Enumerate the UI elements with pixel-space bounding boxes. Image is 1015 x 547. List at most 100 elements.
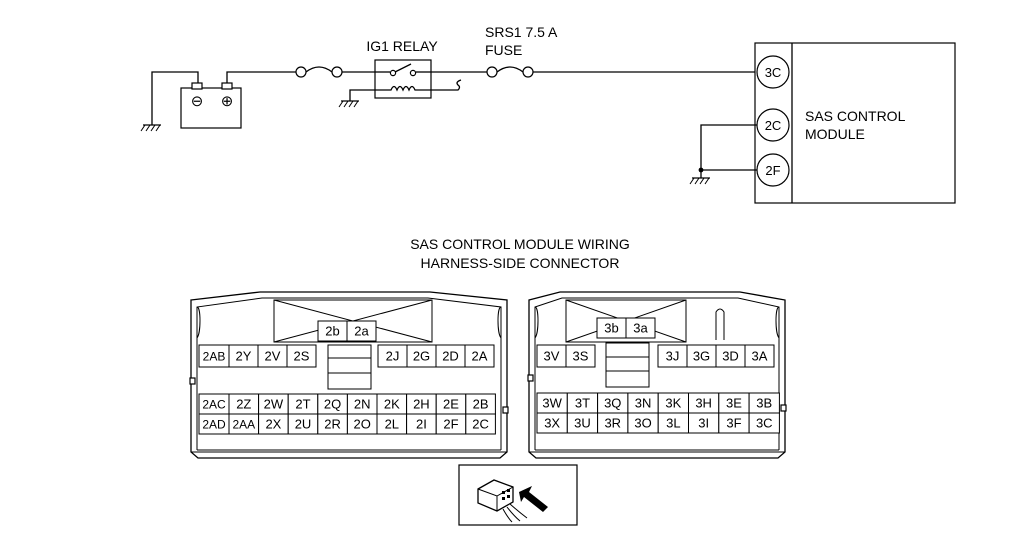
pin-label: 2G [413,349,430,364]
pin-cell-3l: 3L [657,412,690,434]
relay-coil-icon [381,85,425,92]
wire-junction-dot [698,167,704,173]
pin-label: 3a [633,321,648,336]
pin-cell-2f: 2F [435,413,467,435]
terminal-2c: 2C [756,108,790,142]
pin-cell-2ad: 2AD [198,413,230,435]
pin-cell-3a: 3A [744,344,775,368]
pin-cell-2q: 2Q [317,393,348,415]
pin-label: 3b [604,321,618,336]
pin-label: 3R [604,416,621,431]
connector-title-line2: HARNESS-SIDE CONNECTOR [421,255,620,271]
relay-ground-symbol [338,100,359,108]
battery-ground-wire [151,71,199,125]
pin-label: 2AB [203,350,226,364]
pin-cell-3e: 3E [718,392,750,414]
pin-label: 2N [354,397,371,412]
svg-text:2F: 2F [765,163,780,178]
pin-label: 3Q [604,396,621,411]
pin-label: 3W [542,396,562,411]
pin-label: 2X [265,417,281,432]
pin-cell-2r: 2R [317,413,348,435]
pin-cell-2o: 2O [346,413,378,435]
battery-minus-icon: ⊖ [191,93,204,110]
pin-label: 2Z [236,397,251,412]
pin-label: 3B [756,396,772,411]
pin-label: 2H [413,397,430,412]
pin-cell-2t: 2T [287,393,319,415]
pin-cell-3a: 3a [625,317,656,339]
module-label-line2: MODULE [805,126,865,142]
pin-label: 2U [295,417,312,432]
pin-cell-3q: 3Q [597,392,629,414]
pin-cell-3r: 3R [597,412,629,434]
pin-label: 2D [442,349,459,364]
pin-cell-3d: 3D [715,344,746,368]
pin-cell-3w: 3W [536,392,568,414]
schematic: ⊖ ⊕ IG1 RELAY [140,24,956,204]
pin-cell-3s: 3S [565,344,596,368]
pin-label: 3C [756,416,773,431]
module-label-line1: SAS CONTROL [805,108,906,124]
pin-label: 2Q [324,397,341,412]
relay-coil-wire [425,79,462,91]
pin-label: 3U [574,416,591,431]
relay-ground-wire [349,89,381,101]
pin-cell-3u: 3U [566,412,599,434]
pin-cell-3t: 3T [566,392,599,414]
pin-cell-2aa: 2AA [228,413,260,435]
pin-label: 2O [354,417,371,432]
ig1-relay [374,59,432,99]
pin-cell-2v: 2V [257,344,288,368]
battery-ground-symbol [140,124,161,132]
pin-cell-2g: 2G [406,344,437,368]
pin-label: 2AA [232,418,255,432]
pin-label: 3I [698,416,709,431]
pin-cell-3o: 3O [627,412,659,434]
pin-label: 3S [573,349,589,364]
battery-plus-icon: ⊕ [221,93,234,110]
pin-label: 2S [294,349,310,364]
pin-cell-2y: 2Y [228,344,259,368]
fuse-label-line1: SRS1 7.5 A [485,24,558,40]
pin-cell-2u: 2U [287,413,319,435]
pin-label: 2Y [236,349,252,364]
pin-label: 3D [722,349,739,364]
pin-cell-2c: 2C [465,413,496,435]
pin-cell-2h: 2H [406,393,437,415]
pin-label: 3F [726,416,741,431]
pin-cell-2z: 2Z [228,393,260,415]
pin-cell-2n: 2N [346,393,378,415]
pin-cell-3b: 3b [596,317,627,339]
pin-label: 2F [443,417,458,432]
pin-cell-2k: 2K [376,393,408,415]
pin-label: 2R [324,417,341,432]
pin-cell-3v: 3V [536,344,567,368]
pin-cell-2b: 2b [317,320,348,342]
pin-cell-2a: 2a [346,320,377,342]
pin-label: 2T [295,397,310,412]
pin-label: 3A [752,349,768,364]
pin-cell-3h: 3H [688,392,720,414]
pin-cell-2d: 2D [435,344,466,368]
pin-label: 2E [443,397,459,412]
pin-cell-3c: 3C [748,412,780,434]
module-ground-symbol [689,177,710,185]
pin-label: 2W [264,397,284,412]
pin-label: 2I [416,417,427,432]
pin-label: 2AD [202,418,226,432]
pin-cell-3f: 3F [718,412,750,434]
connector-view-direction-icon [458,464,578,526]
pin-cell-3b: 3B [748,392,780,414]
pin-cell-2w: 2W [258,393,289,415]
pin-label: 3T [575,396,590,411]
view-arrow-icon [519,486,548,512]
terminal-2f: 2F [756,153,790,187]
pin-label: 2C [472,417,489,432]
pin-label: 2a [354,324,369,339]
battery: ⊖ ⊕ [180,82,242,129]
